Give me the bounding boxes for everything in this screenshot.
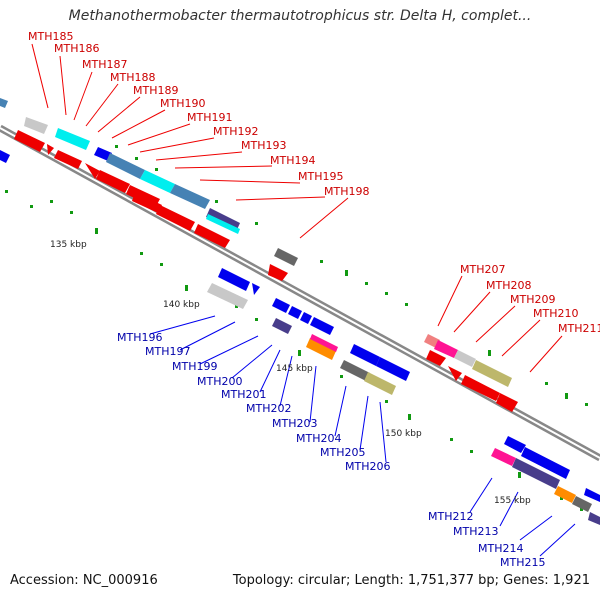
gene-label-MTH194: MTH194 bbox=[270, 154, 315, 167]
gene-label-MTH196: MTH196 bbox=[117, 331, 162, 344]
gene-label-MTH191: MTH191 bbox=[187, 111, 232, 124]
scale-label-135: 135 kbp bbox=[50, 240, 87, 250]
leader-lines bbox=[31, 43, 576, 557]
gene-label-MTH201: MTH201 bbox=[221, 388, 266, 401]
gene-label-MTH213: MTH213 bbox=[453, 525, 498, 538]
gene-label-MTH198: MTH198 bbox=[324, 185, 369, 198]
gene-label-MTH192: MTH192 bbox=[213, 125, 258, 138]
gene-label-MTH203: MTH203 bbox=[272, 417, 317, 430]
gene-label-MTH200: MTH200 bbox=[197, 375, 242, 388]
reverse-gene-labels: MTH196 MTH197 MTH199 MTH200 MTH201 MTH20… bbox=[117, 331, 545, 569]
gene-label-MTH190: MTH190 bbox=[160, 97, 205, 110]
gene-label-MTH208: MTH208 bbox=[486, 279, 531, 292]
forward-gene-labels: MTH185 MTH186 MTH187 MTH188 MTH189 MTH19… bbox=[28, 30, 600, 335]
gene-label-MTH207: MTH207 bbox=[460, 263, 505, 276]
gene-label-MTH215: MTH215 bbox=[500, 556, 545, 569]
scale-label-155: 155 kbp bbox=[494, 496, 531, 506]
map-title: Methanothermobacter thermautotrophicus s… bbox=[68, 8, 532, 24]
gene-label-MTH195: MTH195 bbox=[298, 170, 343, 183]
gene-label-MTH210: MTH210 bbox=[533, 307, 578, 320]
reverse-genes bbox=[0, 150, 600, 525]
gene-label-MTH212: MTH212 bbox=[428, 510, 473, 523]
gene-label-MTH187: MTH187 bbox=[82, 58, 127, 71]
accession-text: Accession: NC_000916 bbox=[10, 573, 158, 588]
scale-label-150: 150 kbp bbox=[385, 429, 422, 439]
scale-label-145: 145 kbp bbox=[276, 364, 313, 374]
gene-label-MTH189: MTH189 bbox=[133, 84, 178, 97]
gene-label-MTH202: MTH202 bbox=[246, 402, 291, 415]
gene-label-MTH205: MTH205 bbox=[320, 446, 365, 459]
forward-genes bbox=[0, 98, 518, 412]
gene-label-MTH188: MTH188 bbox=[110, 71, 155, 84]
scale-labels: 135 kbp 140 kbp 145 kbp 150 kbp 155 kbp bbox=[50, 240, 531, 506]
gene-label-MTH185: MTH185 bbox=[28, 30, 73, 43]
gene-label-MTH214: MTH214 bbox=[478, 542, 523, 555]
gene-label-MTH186: MTH186 bbox=[54, 42, 99, 55]
gene-label-MTH209: MTH209 bbox=[510, 293, 555, 306]
gene-label-MTH197: MTH197 bbox=[145, 345, 190, 358]
topology-text: Topology: circular; Length: 1,751,377 bp… bbox=[232, 573, 590, 588]
scale-label-140: 140 kbp bbox=[163, 300, 200, 310]
gene-label-MTH199: MTH199 bbox=[172, 360, 217, 373]
gene-label-MTH211: MTH211 bbox=[558, 322, 600, 335]
gene-label-MTH206: MTH206 bbox=[345, 460, 390, 473]
gene-label-MTH193: MTH193 bbox=[241, 139, 286, 152]
gene-label-MTH204: MTH204 bbox=[296, 432, 341, 445]
scale-ticks bbox=[5, 145, 588, 511]
